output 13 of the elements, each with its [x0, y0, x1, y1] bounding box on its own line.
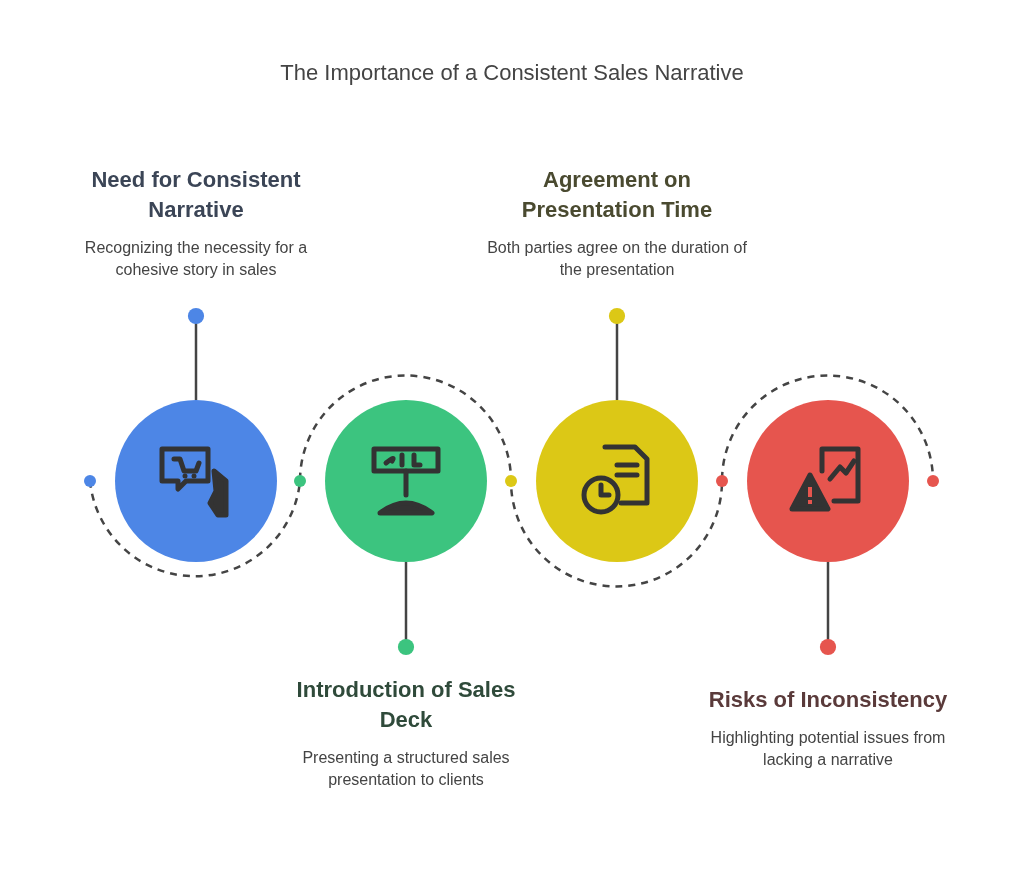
leader-line	[397, 562, 415, 656]
step-description: Presenting a structured sales presentation to clients	[301, 748, 511, 790]
step-heading: Agreement on Presentation Time	[520, 166, 714, 224]
title: The Importance of a Consistent Sales Narrative	[279, 60, 745, 86]
leader-line	[819, 562, 837, 656]
step-heading: Need for Consistent Narrative	[90, 166, 302, 224]
leader-line	[608, 307, 626, 400]
step-heading: Introduction of Sales Deck	[295, 676, 517, 734]
step-description: Recognizing the necessity for a cohesive story in sales	[83, 238, 309, 280]
leader-line	[187, 307, 205, 400]
step-description: Highlighting potential issues from lacking a narrative	[709, 728, 947, 770]
step-description: Both parties agree on the duration of the presentation	[486, 238, 748, 280]
step-heading: Risks of Inconsistency	[708, 686, 948, 714]
